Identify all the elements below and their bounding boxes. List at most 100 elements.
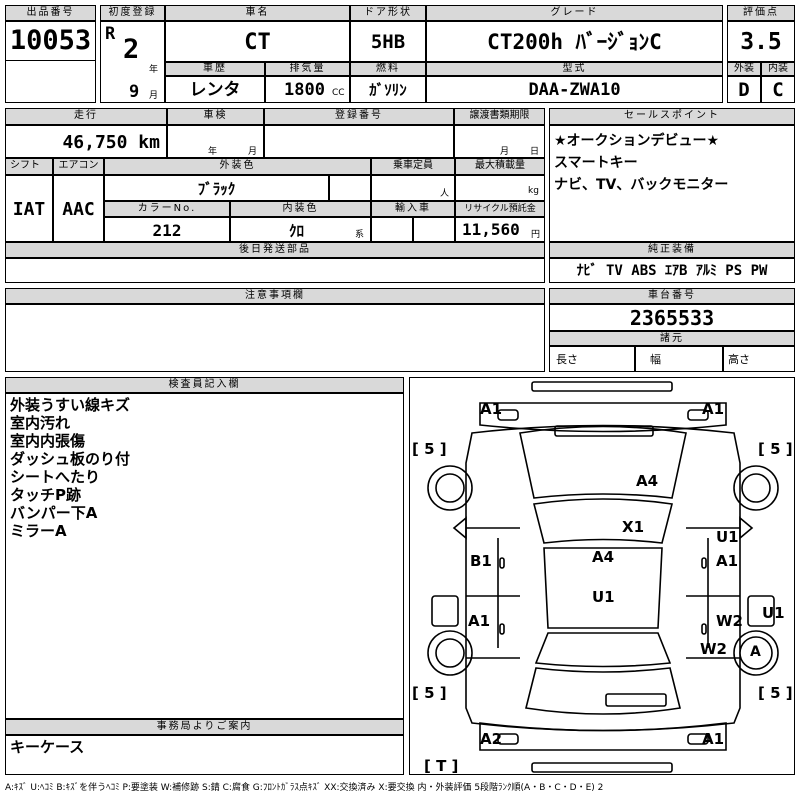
- score-value: 3.5: [727, 21, 795, 62]
- caution-label: 注意事項欄: [5, 288, 545, 304]
- inspection-cell: 年 月: [167, 125, 264, 158]
- inspector-note: 室内汚れ: [10, 414, 71, 432]
- exterior-value: D: [727, 76, 761, 103]
- fuel-value: ｶﾞｿﾘﾝ: [350, 76, 426, 103]
- transfer-cell: 月 日: [454, 125, 545, 158]
- ext-color-label: 外装色: [104, 158, 371, 175]
- legend: A:ｷｽﾞ U:ﾍｺﾐ B:ｷｽﾞを伴うﾍｺﾐ P:要塗装 W:補修跡 S:錆 …: [5, 783, 604, 793]
- door-label: ドア形状: [350, 5, 426, 21]
- inspector-note: シートへたり: [10, 468, 101, 486]
- history-value: レンタ: [165, 76, 265, 103]
- caution-value: [5, 304, 545, 372]
- ext-color-extra: [329, 175, 371, 201]
- displacement-unit: CC: [332, 88, 345, 98]
- import-label: 輸入車: [371, 201, 455, 217]
- inspector-label: 検査員記入欄: [5, 377, 404, 393]
- dmg-right-fender-2: A1: [716, 552, 739, 570]
- inspector-note: ダッシュ板のり付: [10, 450, 131, 468]
- interior-label: 内装: [761, 62, 795, 76]
- lot-no-value: 10053: [5, 21, 96, 61]
- shift-value: IAT: [5, 175, 53, 242]
- car-name-label: 車名: [165, 5, 350, 21]
- max-load-cell: kg: [455, 175, 545, 201]
- recycle-cell: 11,560 円: [455, 217, 545, 242]
- mileage-label: 走行: [5, 108, 167, 125]
- year-unit: 年: [149, 65, 159, 75]
- spec-height: 高さ: [723, 346, 795, 372]
- transfer-day-unit: 日: [530, 147, 540, 157]
- insp-month-unit: 月: [248, 147, 258, 157]
- import-cell-2: [413, 217, 455, 242]
- dmg-right-rear-fender: W2: [700, 640, 727, 658]
- spec-width: 幅: [635, 346, 723, 372]
- color-no-label: カラーNo.: [104, 201, 230, 217]
- dmg-front-right: A1: [702, 400, 725, 418]
- max-load-label: 最大積載量: [455, 158, 545, 175]
- office-note: キーケース: [10, 738, 85, 756]
- dmg-windshield: X1: [622, 518, 645, 536]
- capacity-cell: 人: [371, 175, 455, 201]
- int-color-label: 内装色: [230, 201, 371, 217]
- reg-month: 9: [129, 82, 140, 102]
- int-color-cell: ｸﾛ 系: [230, 217, 371, 242]
- genuine-value: ﾅﾋﾞ TV ABS ｴｱB ｱﾙﾐ PS PW: [549, 258, 795, 283]
- model-label: 型式: [426, 62, 723, 76]
- recycle-label: リサイクル預託金: [455, 201, 545, 217]
- inspector-note: 室内内張傷: [10, 432, 86, 450]
- sales-point-2: スマートキー: [554, 155, 638, 171]
- fuel-label: 燃料: [350, 62, 426, 76]
- import-cell-1: [371, 217, 413, 242]
- transfer-label: 譲渡書類期限: [454, 108, 545, 125]
- grade-label: グレード: [426, 5, 723, 21]
- displacement-label: 排気量: [265, 62, 350, 76]
- sales-point-box: ★オークションデビュー★ スマートキー ナビ、TV、バックモニター: [549, 125, 795, 242]
- lot-no-label: 出品番号: [5, 5, 96, 21]
- transfer-month-unit: 月: [500, 147, 510, 157]
- office-label: 事務局よりご案内: [5, 719, 404, 735]
- office-notes: キーケース: [5, 735, 404, 775]
- reg-no-label: 登録番号: [264, 108, 454, 125]
- dmg-rear-right: A1: [702, 730, 725, 748]
- dmg-front-left: A1: [480, 400, 503, 418]
- capacity-label: 乗車定員: [371, 158, 455, 175]
- dmg-spare: A: [750, 644, 761, 660]
- dmg-right-fender-1: U1: [716, 528, 739, 546]
- shift-label: シフト: [5, 158, 53, 175]
- specs-label: 諸元: [549, 331, 795, 346]
- capacity-unit: 人: [440, 189, 450, 199]
- inspector-note: バンパー下A: [10, 504, 98, 522]
- insp-year-unit: 年: [208, 147, 218, 157]
- displacement-value: 1800: [284, 80, 325, 100]
- color-no-value: 212: [104, 217, 230, 242]
- aircon-label: エアコン: [53, 158, 104, 175]
- dmg-bonnet: A4: [636, 472, 659, 490]
- sales-point-1: ★オークションデビュー★: [554, 133, 720, 149]
- tire-fr: [ 5 ]: [758, 440, 793, 458]
- int-color-value: ｸﾛ: [289, 222, 305, 240]
- reg-no-value: [264, 125, 454, 158]
- model-value: DAA-ZWA10: [426, 76, 723, 103]
- door-value: 5HB: [350, 21, 426, 62]
- inspector-notes: 外装うすい線キズ 室内汚れ 室内内張傷 ダッシュ板のり付 シートへたり タッチP…: [5, 393, 404, 719]
- mileage-value: 46,750 km: [5, 125, 167, 158]
- interior-value: C: [761, 76, 795, 103]
- tire-fl: [ 5 ]: [412, 440, 447, 458]
- car-outline: [427, 381, 779, 773]
- history-label: 車歴: [165, 62, 265, 76]
- dmg-roof: A4: [592, 548, 615, 566]
- aircon-value: AAC: [53, 175, 104, 242]
- inspector-note: 外装うすい線キズ: [10, 396, 131, 414]
- load-unit: kg: [528, 186, 539, 196]
- dmg-left-front-door: B1: [470, 552, 492, 570]
- exterior-label: 外装: [727, 62, 761, 76]
- score-label: 評価点: [727, 5, 795, 21]
- damage-diagram: A1 A1 [ 5 ] [ 5 ] A4 X1 U1 A1 B1 A4 U1 A…: [409, 377, 795, 775]
- recycle-value: 11,560: [462, 220, 520, 239]
- chassis-label: 車台番号: [549, 288, 795, 304]
- first-reg-cell: R 2 年 9 月: [100, 21, 165, 103]
- chassis-value: 2365533: [549, 304, 795, 331]
- grade-value: CT200h ﾊﾞｰｼﾞｮﾝC: [426, 21, 723, 62]
- spec-length: 長さ: [549, 346, 635, 372]
- tire-rl: [ 5 ]: [412, 684, 447, 702]
- trunk-label: [ T ]: [424, 757, 459, 775]
